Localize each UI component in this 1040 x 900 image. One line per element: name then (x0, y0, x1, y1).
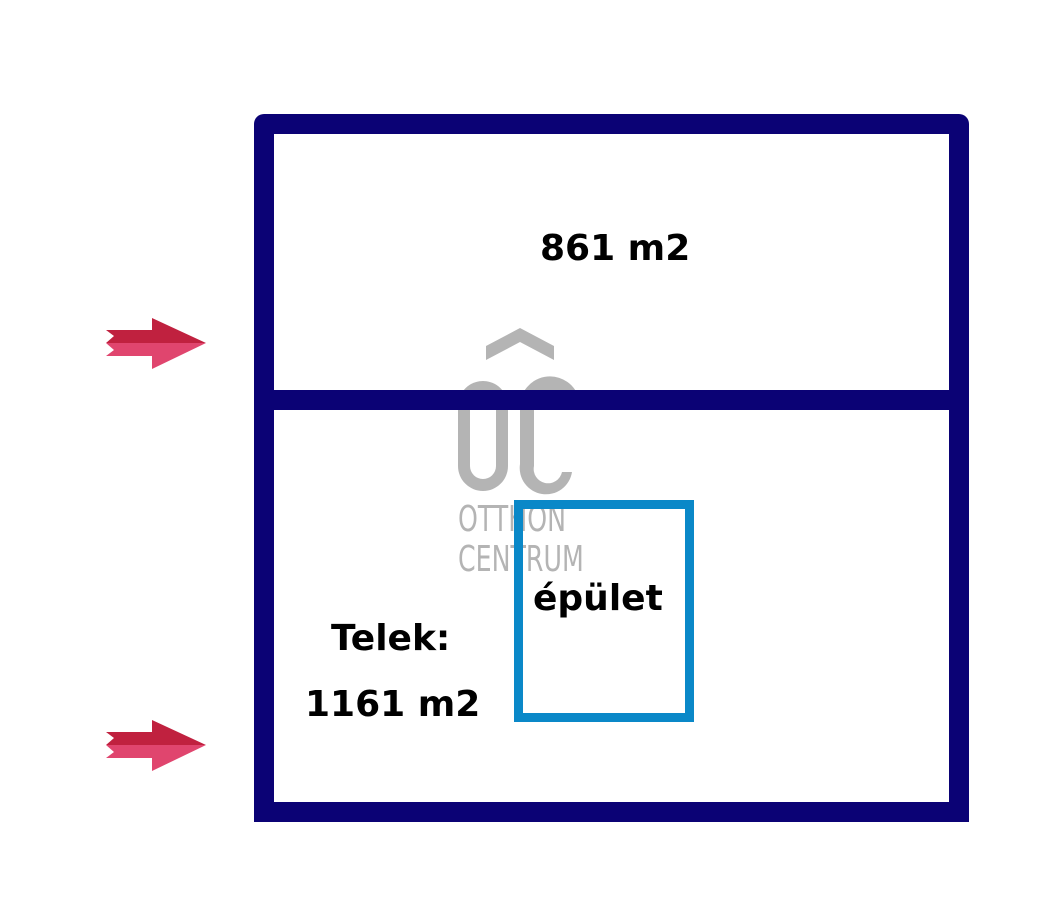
lot-area-label: 1161 m2 (305, 684, 481, 725)
lot-title-label: Telek: (331, 618, 451, 659)
arrow-right-icon (106, 720, 206, 771)
arrow-right-icon (106, 318, 206, 369)
upper-area-label: 861 m2 (540, 228, 691, 269)
oc-monogram-icon (458, 328, 580, 495)
building-outline (514, 500, 694, 722)
building-label: épület (533, 578, 663, 619)
plot-divider-line (254, 390, 969, 410)
plot-boundary (254, 114, 969, 822)
